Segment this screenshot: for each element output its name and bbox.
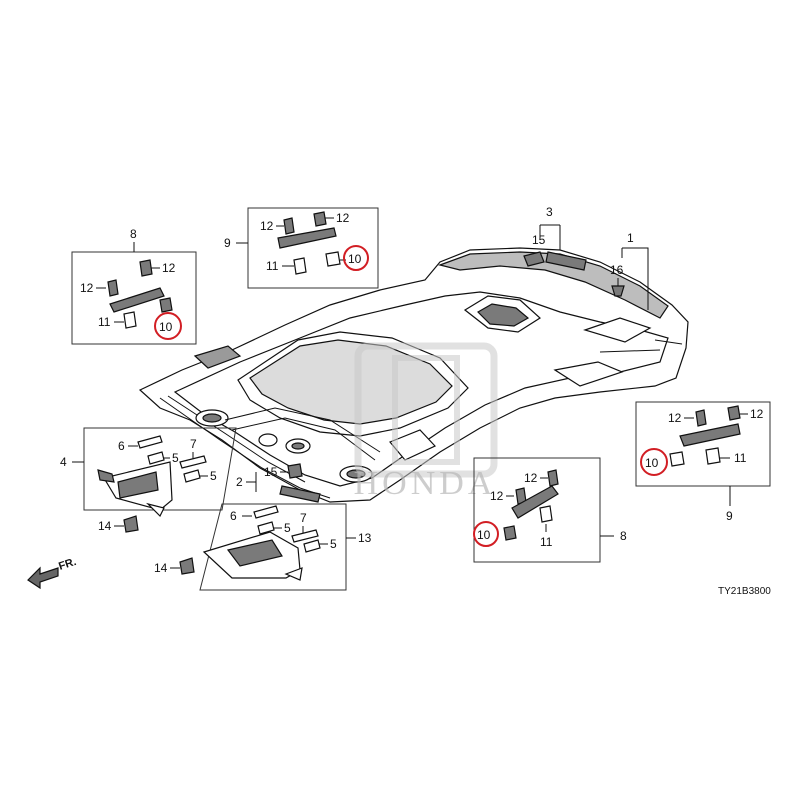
- label-part-4: 4: [60, 455, 67, 469]
- cap-icon: [727, 405, 741, 421]
- clip-icon: [159, 297, 173, 313]
- arrow-left-icon: [27, 566, 59, 590]
- grab-handle-icon: [679, 423, 741, 447]
- cap-icon: [107, 279, 119, 297]
- hook-icon: [523, 251, 545, 267]
- handle-bar-icon: [279, 485, 321, 503]
- front-direction-marker: FR.: [27, 556, 78, 590]
- cap-icon: [139, 259, 153, 277]
- cap-icon: [283, 217, 295, 235]
- cap-icon: [313, 211, 327, 227]
- pad-icon: [253, 505, 279, 519]
- clip-icon: [293, 257, 307, 275]
- grab-handle-icon: [277, 227, 337, 249]
- clip-icon: [325, 251, 341, 267]
- label-part-14-b: 14: [154, 561, 168, 575]
- label-part-11-c: 11: [734, 451, 747, 465]
- clip-icon: [123, 311, 137, 329]
- label-part-12-e: 12: [668, 411, 682, 425]
- label-part-11-d: 11: [540, 535, 553, 549]
- assembly-box-8-lower: 8 12 12 10 11: [473, 457, 627, 563]
- front-label: FR.: [57, 556, 78, 573]
- label-part-10-d: 10: [477, 528, 491, 542]
- label-part-5-a: 5: [172, 451, 179, 465]
- label-part-12-c: 12: [80, 281, 94, 295]
- hook-icon: [287, 463, 303, 479]
- label-part-9-upper: 9: [224, 236, 231, 250]
- label-part-6-a: 6: [118, 439, 125, 453]
- label-part-10-a: 10: [348, 252, 362, 266]
- callout-part-14-left: 14: [98, 515, 139, 533]
- label-part-13: 13: [358, 531, 372, 545]
- label-part-12-g: 12: [524, 471, 538, 485]
- cap-icon: [695, 409, 707, 427]
- label-part-12-a: 12: [260, 219, 274, 233]
- highlight-circle: [640, 448, 668, 476]
- label-part-1: 1: [627, 231, 634, 245]
- label-part-15-rear: 15: [532, 233, 546, 247]
- diagram-code: TY21B3800: [718, 586, 771, 597]
- label-part-9-lower: 9: [726, 509, 733, 523]
- clip-icon: [705, 447, 721, 465]
- label-part-3: 3: [546, 205, 553, 219]
- label-part-15-front: 15: [264, 465, 278, 479]
- spring-clip-icon: [257, 521, 275, 535]
- label-part-12-f: 12: [750, 407, 764, 421]
- label-part-11-b: 11: [98, 315, 111, 329]
- grab-handle-icon: [109, 287, 165, 313]
- label-part-10-b: 10: [159, 320, 173, 334]
- label-part-12-b: 12: [336, 211, 350, 225]
- cap-icon: [547, 469, 559, 487]
- watermark-text: HONDA: [354, 465, 497, 502]
- callout-group-part-2: 2 15: [236, 463, 321, 503]
- pad-icon: [291, 529, 319, 543]
- assembly-box-9-lower: 9 12 12 10 11: [635, 401, 771, 523]
- label-part-14-a: 14: [98, 519, 112, 533]
- label-part-7-a: 7: [190, 437, 197, 451]
- label-part-12-d: 12: [162, 261, 176, 275]
- spring-clip-icon: [183, 469, 201, 483]
- callout-group-part-1: 1 16: [610, 231, 649, 310]
- label-part-11-a: 11: [266, 259, 279, 273]
- label-part-10-c: 10: [645, 456, 659, 470]
- label-part-8-upper: 8: [130, 227, 137, 241]
- clip-icon: [611, 285, 625, 297]
- clip-icon: [669, 451, 685, 467]
- brand-watermark: HONDA: [354, 342, 498, 502]
- clip-icon: [503, 525, 517, 541]
- highlight-circle: [343, 245, 369, 271]
- visor-holder-icon: [179, 557, 195, 575]
- label-part-16: 16: [610, 263, 624, 277]
- assembly-box-4: 4 6 7 5 5: [60, 427, 237, 518]
- callout-group-part-3: 3 15: [523, 205, 587, 271]
- label-part-5-d: 5: [330, 537, 337, 551]
- label-part-2: 2: [236, 475, 243, 489]
- spring-clip-icon: [147, 451, 165, 465]
- callout-part-14-right: 14: [154, 557, 195, 575]
- assembly-box-9-upper: 9 12 12 11 10: [224, 207, 379, 289]
- grab-handle-icon: [511, 485, 559, 519]
- label-part-12-h: 12: [490, 489, 504, 503]
- label-part-8-lower: 8: [620, 529, 627, 543]
- handle-bar-icon: [545, 251, 587, 271]
- highlight-circle: [473, 521, 499, 547]
- label-part-5-c: 5: [284, 521, 291, 535]
- assembly-box-13: 13 6 7 5 5: [199, 503, 372, 591]
- label-part-7-b: 7: [300, 511, 307, 525]
- label-part-6-b: 6: [230, 509, 237, 523]
- pad-icon: [179, 455, 207, 469]
- label-part-5-b: 5: [210, 469, 217, 483]
- visor-holder-icon: [123, 515, 139, 533]
- assembly-box-8-upper: 8 12 12 11 10: [71, 227, 197, 345]
- spring-clip-icon: [303, 539, 321, 553]
- clip-icon: [539, 505, 553, 523]
- pad-icon: [137, 435, 163, 449]
- highlight-circle: [154, 312, 182, 340]
